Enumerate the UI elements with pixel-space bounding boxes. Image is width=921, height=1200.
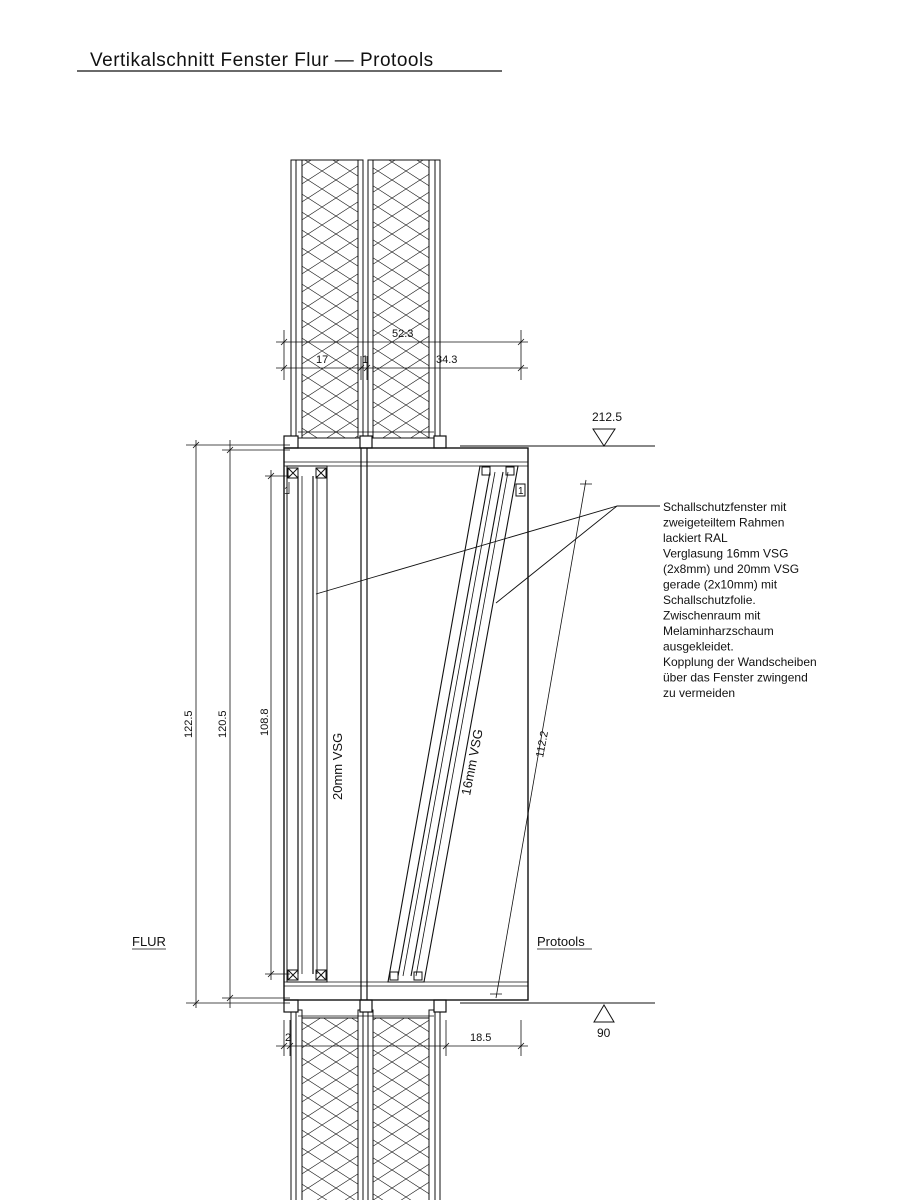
- note-line: über das Fenster zwingend: [663, 671, 808, 685]
- dim-34-3: 34.3: [436, 354, 457, 366]
- bottom-dimensions: [276, 1020, 528, 1056]
- spacer-block: [287, 467, 327, 981]
- glazing-right-16mm: [387, 465, 519, 983]
- glazing-left-20mm: [286, 465, 328, 983]
- upper-wall-left: [290, 159, 364, 439]
- label-16mm-vsg: 16mm VSG: [458, 728, 486, 797]
- note-line: (2x8mm) und 20mm VSG: [663, 562, 799, 576]
- note-line: gerade (2x10mm) mit: [663, 578, 778, 592]
- label-flur: FLUR: [132, 934, 166, 949]
- note-line: Schallschutzfenster mit: [663, 500, 787, 514]
- dim-112-2: 112.2: [534, 730, 551, 759]
- level-top-value: 212.5: [592, 410, 622, 424]
- lintel-bottom: [283, 999, 447, 1017]
- drawing-title: Vertikalschnitt Fenster Flur — Protools: [90, 50, 434, 71]
- dim-120-5: 120.5: [217, 710, 229, 738]
- upper-wall-right: [367, 159, 441, 439]
- level-bottom-value: 90: [597, 1026, 611, 1040]
- note-line: zweigeteiltem Rahmen: [663, 516, 784, 530]
- left-dimensions: [186, 440, 290, 1008]
- dim-52-3: 52.3: [392, 328, 413, 340]
- note-line: Kopplung der Wandscheiben: [663, 655, 817, 669]
- dim-1-left: 1: [284, 486, 290, 497]
- label-20mm-vsg: 20mm VSG: [330, 733, 345, 800]
- specification-note: Schallschutzfenster mit zweigeteiltem Ra…: [663, 500, 820, 700]
- dim-17: 17: [316, 354, 328, 366]
- dim-1-right: 1: [518, 486, 524, 497]
- note-line: Schallschutzfolie.: [663, 593, 756, 607]
- label-protools: Protools: [537, 934, 585, 949]
- lower-wall-right: [367, 1009, 441, 1200]
- note-line: Melaminharzschaum: [663, 624, 774, 638]
- dim-122-5: 122.5: [183, 710, 195, 738]
- frame-clip-right: [515, 483, 526, 497]
- note-line: ausgekleidet.: [663, 640, 734, 654]
- note-line: zu vermeiden: [663, 686, 735, 700]
- top-dimensions: [276, 330, 528, 380]
- note-leaders: [315, 505, 660, 604]
- window-frame: [283, 447, 529, 1001]
- level-marker-top: [460, 428, 655, 447]
- dim-108-8: 108.8: [259, 708, 271, 736]
- dim-18-5: 18.5: [470, 1032, 491, 1044]
- note-line: Verglasung 16mm VSG: [663, 547, 788, 561]
- lower-wall-left: [290, 1009, 364, 1200]
- dim-1-top: 1: [362, 354, 368, 366]
- level-marker-bottom: [460, 1002, 655, 1023]
- note-line: Zwischenraum mit: [663, 609, 761, 623]
- inclined-dimension: [490, 479, 592, 999]
- note-line: lackiert RAL: [663, 531, 728, 545]
- dim-2: 2: [285, 1032, 291, 1044]
